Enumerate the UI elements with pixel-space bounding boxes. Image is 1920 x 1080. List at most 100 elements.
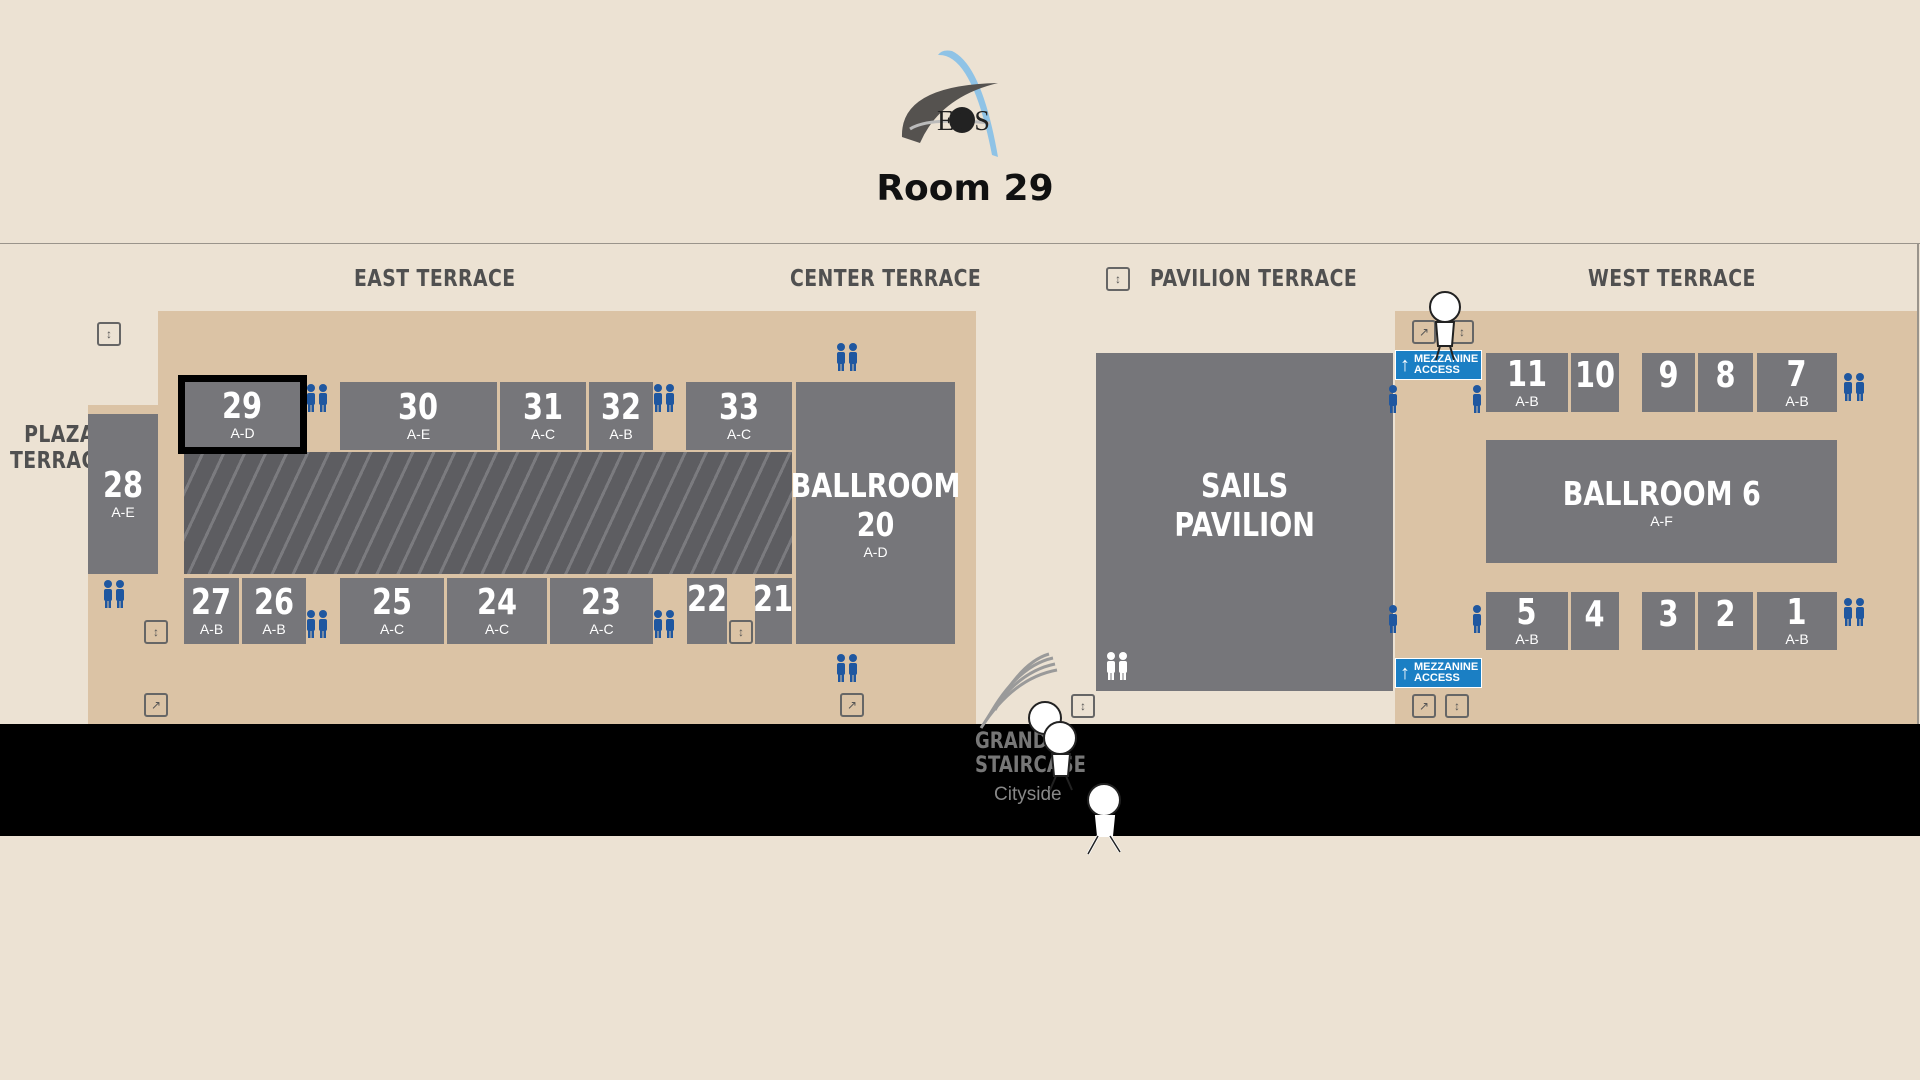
room-10[interactable]: 10 [1571,353,1619,412]
room-number: 27 [191,582,232,623]
room-number: 29 [222,385,263,427]
elevator-icon: ↕ [729,620,753,644]
ballroom-6[interactable]: BALLROOM 6 A-F [1486,440,1837,563]
room-23[interactable]: 23 A-C [550,578,653,644]
room-sections: A-C [726,426,752,442]
room-sections: A-B [609,426,633,442]
room-name: SAILS PAVILION [1174,466,1315,544]
room-26[interactable]: 26 A-B [242,578,306,644]
room-number: 5 [1516,592,1538,633]
room-sections: A-F [1650,513,1673,529]
escalator-icon: ↗ [144,693,168,717]
room-4[interactable]: 4 [1571,592,1619,650]
room-sections: A-C [379,621,405,637]
room-7[interactable]: 7 A-B [1757,353,1837,412]
room-number: 9 [1658,355,1679,396]
room-number: 8 [1715,355,1736,396]
eos-logo: EOS [880,45,1030,160]
room-2[interactable]: 2 [1698,592,1753,650]
room-sections: A-E [111,504,135,520]
mezzanine-label: MEZZANINE ACCESS [1414,353,1479,376]
room-number: 31 [522,387,564,428]
map-top-border [0,243,1920,244]
room-sections: A-B [1515,631,1539,647]
east-terrace-label: EAST TERRACE [354,266,516,292]
grand-staircase-sublabel: Cityside [994,784,1062,805]
center-terrace-label: CENTER TERRACE [790,266,982,292]
logo-text: EOS [937,106,990,137]
mezzanine-access-south[interactable]: ↑ MEZZANINE ACCESS [1395,658,1482,688]
west-terrace-label: WEST TERRACE [1588,266,1756,292]
room-25[interactable]: 25 A-C [340,578,444,644]
up-arrow-icon: ↑ [1400,662,1410,684]
room-21[interactable]: 21 [753,578,794,644]
room-31[interactable]: 31 A-C [500,382,586,450]
room-number: 33 [718,387,760,428]
room-name: BALLROOM 20 [790,466,961,544]
room-number: 11 [1506,353,1548,395]
room-number: 23 [581,582,622,623]
stick-figure-icon [1429,291,1461,361]
stick-figure-icon [1028,701,1077,791]
restroom-icon-white [1107,652,1127,680]
room-8[interactable]: 8 [1698,353,1753,412]
room-30[interactable]: 30 A-E [340,382,497,450]
mezzanine-access-north[interactable]: ↑ MEZZANINE ACCESS [1395,350,1482,380]
room-number: 28 [102,465,144,506]
sails-pavilion[interactable]: SAILS PAVILION [1096,353,1393,691]
room-sections: A-E [406,426,431,442]
room-5[interactable]: 5 A-B [1486,592,1568,650]
room-sections: A-C [484,621,510,637]
room-sections: A-D [230,424,255,441]
room-28[interactable]: 28 A-E [88,414,158,574]
room-number: 7 [1786,353,1808,395]
pavilion-terrace-label: PAVILION TERRACE [1150,266,1358,292]
room-29-highlighted[interactable]: 29 A-D [178,375,307,454]
room-9[interactable]: 9 [1642,353,1695,412]
elevator-icon: ↕ [1106,267,1130,291]
map-right-border [1917,243,1919,724]
escalator-icon: ↗ [1412,694,1436,718]
elevator-icon: ↕ [97,322,121,346]
room-3[interactable]: 3 [1642,592,1695,650]
up-arrow-icon: ↑ [1400,354,1410,376]
room-1[interactable]: 1 A-B [1757,592,1837,650]
room-sections: A-B [199,621,224,637]
room-sections: A-B [1785,392,1809,409]
room-number: 2 [1715,594,1736,635]
room-sections: A-B [262,621,286,637]
room-27[interactable]: 27 A-B [184,578,239,644]
room-name: BALLROOM 6 [1562,474,1761,513]
elevator-icon: ↕ [144,620,168,644]
room-number: 10 [1574,355,1616,396]
escalator-icon: ↗ [840,693,864,717]
room-32[interactable]: 32 A-B [589,382,653,450]
cityside-band [0,724,1920,836]
room-number: 24 [476,582,518,623]
room-number: 1 [1786,592,1808,633]
elevator-icon: ↕ [1445,694,1469,718]
room-22[interactable]: 22 [687,578,727,644]
grand-staircase-icon [979,652,1058,729]
elevator-icon: ↕ [1071,694,1095,718]
page-title: Room 29 [876,168,1054,209]
room-number: 26 [253,582,295,623]
room-number: 30 [398,387,439,428]
room-number: 32 [600,387,642,428]
ballroom-20[interactable]: BALLROOM 20 A-D [791,382,960,644]
room-24[interactable]: 24 A-C [447,578,547,644]
room-number: 22 [686,579,728,620]
room-number: 3 [1658,594,1679,635]
room-11[interactable]: 11 A-B [1486,353,1568,412]
mezzanine-label: MEZZANINE ACCESS [1414,661,1479,684]
room-number: 4 [1584,594,1606,635]
hatched-corridor [184,452,792,574]
room-sections: A-C [530,426,556,442]
escalator-icon: ↗ [1412,320,1436,344]
room-sections: A-C [589,621,614,637]
room-sections: A-B [1515,392,1539,409]
room-33[interactable]: 33 A-C [686,382,792,450]
stick-figure-icon [1086,783,1122,855]
